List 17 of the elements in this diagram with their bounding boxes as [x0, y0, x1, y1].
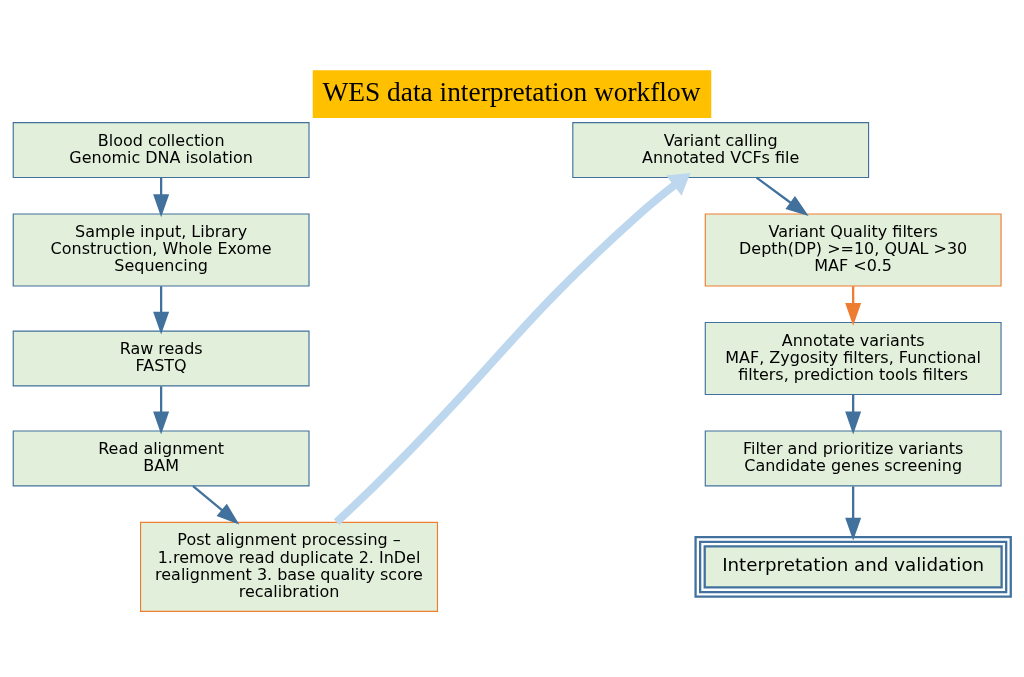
- arrow: [845, 486, 862, 541]
- arrow: [192, 485, 240, 525]
- arrow: [333, 173, 691, 526]
- arrow: [153, 286, 170, 335]
- node-box: Sample input, Library Construction, Whole Exome Sequencing: [12, 213, 310, 287]
- node-box: Filter and prioritize variants Candidate genes screening: [704, 430, 1002, 487]
- diagram-title: WES data interpretation workflow: [322, 77, 701, 108]
- arrow: [755, 176, 809, 216]
- node-box: Read alignment BAM: [12, 430, 310, 487]
- node-box: Variant calling Annotated VCFs file: [572, 122, 870, 179]
- node-box: Post alignment processing – 1.remove read duplicate 2. InDel realignment 3. base quality score recalibration: [140, 521, 439, 612]
- node-box: Interpretation and validation: [694, 536, 1012, 598]
- arrow: [153, 386, 170, 435]
- node-box: Blood collection Genomic DNA isolation: [12, 122, 310, 179]
- node-box: Variant Quality filters Depth(DP) >=10, QUAL >30 MAF <0.5: [704, 213, 1002, 287]
- node-box: Annotate variants MAF, Zygosity filters, Functional filters, prediction tools filters: [704, 321, 1002, 396]
- node-box: Raw reads FASTQ: [12, 330, 310, 387]
